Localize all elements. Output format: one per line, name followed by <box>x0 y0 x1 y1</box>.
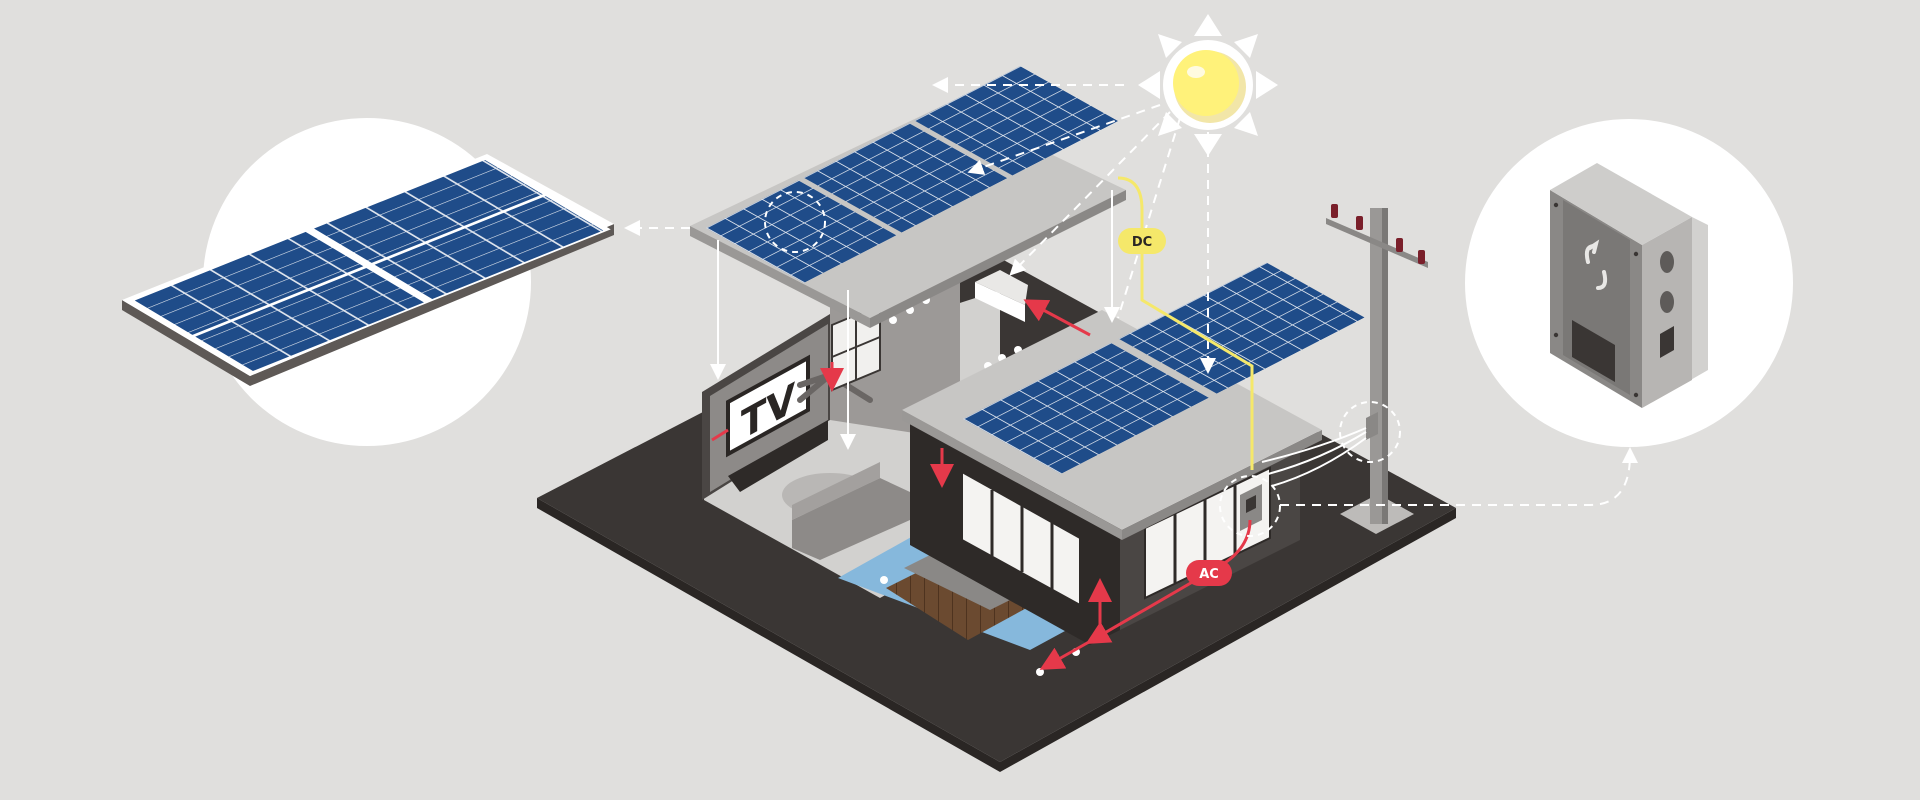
ac-badge: AC <box>1186 560 1232 586</box>
sofa <box>782 462 910 560</box>
roof-solar-panels-right <box>963 262 1365 474</box>
right-building <box>902 262 1365 645</box>
inverter-marker <box>1219 475 1281 537</box>
dc-wire <box>1117 176 1254 470</box>
inverter-icon <box>1550 163 1708 408</box>
air-conditioner-icon <box>975 270 1028 322</box>
solar-panel-icon <box>122 154 614 386</box>
sunlight-arrows <box>624 77 1638 506</box>
wall-inverter <box>1240 484 1262 531</box>
inverter-zoom <box>1465 119 1793 447</box>
dc-label: DC <box>1132 235 1152 250</box>
refresh-cycle-icon <box>1584 239 1608 290</box>
support-lines <box>710 190 1120 450</box>
dc-badge: DC <box>1118 228 1166 254</box>
roof-solar-panels-upper <box>706 66 1119 283</box>
television-icon: TV <box>726 354 810 458</box>
upper-roof <box>690 66 1126 328</box>
sun-icon <box>1138 14 1278 156</box>
solar-panel-zoom <box>122 118 614 446</box>
utility-pole-icon <box>1261 204 1428 534</box>
ac-label: AC <box>1199 567 1219 582</box>
